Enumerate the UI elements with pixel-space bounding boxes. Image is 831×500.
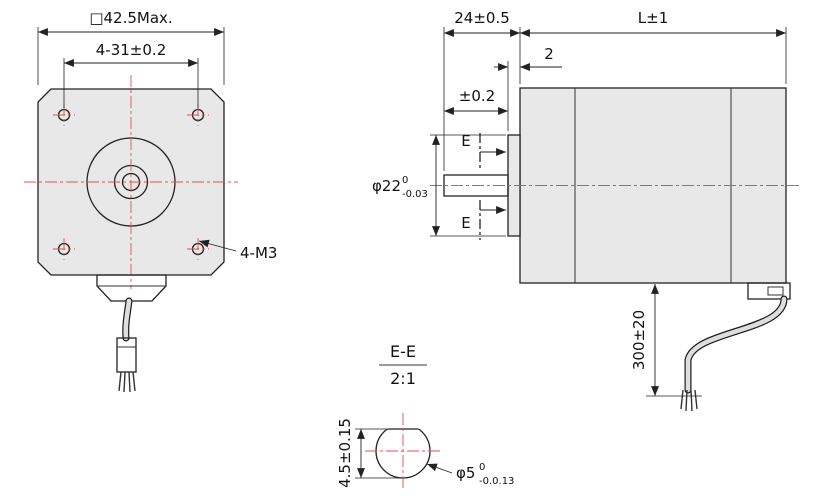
wire-connector <box>116 337 137 373</box>
front-connector <box>96 274 167 393</box>
dim-boss-width: 2 <box>494 45 562 131</box>
dim-front-label: 24±0.5 <box>454 9 510 27</box>
wire-leads <box>680 389 698 412</box>
dim-holes-label: 4-31±0.2 <box>96 41 166 59</box>
dim-shaft-tolerance: ±0.2 <box>444 87 508 115</box>
connector-pins <box>118 371 136 393</box>
dim-boss-dia-sup: 0 <box>402 175 408 186</box>
dim-flat-label: 4.5±0.15 <box>336 418 354 488</box>
dim-shaft-dia-sub: -0.0.13 <box>479 476 514 487</box>
dim-square-size: □42.5Max. <box>37 9 225 85</box>
dim-boss-dia-label: φ22 <box>372 177 401 195</box>
section-scale: 2:1 <box>390 369 416 388</box>
section-view: E-E 2:1 4.5±0.15 φ5 0 -0.0.13 <box>336 342 514 489</box>
dim-length-label: L±1 <box>638 9 668 27</box>
thread-label: 4-M3 <box>240 244 277 262</box>
hole-centerlines <box>53 104 209 260</box>
dim-shaft-tol-label: ±0.2 <box>459 87 495 105</box>
dim-wire-length-label: 300±20 <box>630 310 648 370</box>
side-view: 24±0.5 L±1 2 ±0.2 E E <box>372 9 802 412</box>
dim-boss-width-label: 2 <box>544 45 554 63</box>
section-mark-bottom: E <box>461 214 470 232</box>
dim-flat-height: 4.5±0.15 <box>336 418 401 488</box>
front-view: □42.5Max. 4-31±0.2 4-M3 <box>24 9 277 393</box>
section-mark-top: E <box>461 132 470 150</box>
dim-shaft-diameter: φ5 0 -0.0.13 <box>426 462 514 487</box>
dim-square-label: □42.5Max. <box>89 9 172 27</box>
dim-front-length: 24±0.5 L±1 <box>443 9 787 171</box>
section-title: E-E <box>390 342 416 361</box>
dim-boss-diameter: φ22 0 -0.03 <box>372 134 506 237</box>
dim-shaft-dia-label: φ5 <box>456 464 475 482</box>
dim-wire-length: 300±20 <box>630 284 702 397</box>
dim-boss-dia-sub: -0.03 <box>402 189 428 200</box>
dim-hole-spacing: 4-31±0.2 <box>63 41 199 108</box>
rear-connector <box>680 282 791 412</box>
dim-shaft-dia-sup: 0 <box>479 462 485 473</box>
thread-callout: 4-M3 <box>198 239 277 262</box>
section-cut-marks: E E <box>461 132 506 240</box>
